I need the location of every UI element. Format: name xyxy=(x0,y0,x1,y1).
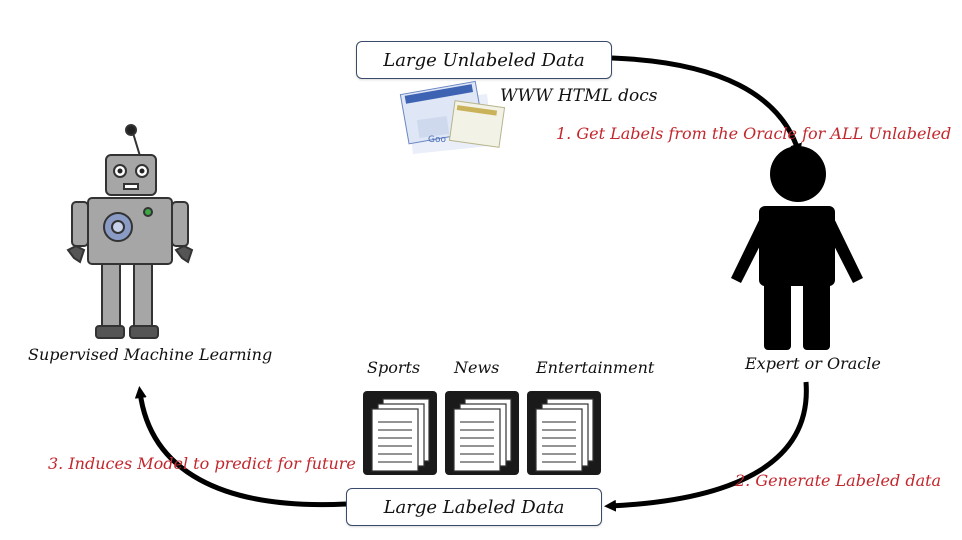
unlabeled-data-box: Large Unlabeled Data xyxy=(356,41,612,79)
arrow-labeled-to-learner xyxy=(134,386,347,508)
step-2-label: 2. Generate Labeled data xyxy=(735,471,942,490)
svg-text:Goo: Goo xyxy=(428,135,446,145)
arrow-oracle-to-labeled xyxy=(604,381,809,512)
web-docs-image: Goo xyxy=(399,80,506,155)
category-sports: Sports xyxy=(367,358,421,377)
doc-icon-entertainment xyxy=(527,391,601,475)
robot-icon xyxy=(66,124,194,339)
oracle-label: Expert or Oracle xyxy=(745,354,881,373)
labeled-data-box: Large Labeled Data xyxy=(346,488,602,526)
category-news: News xyxy=(454,358,500,377)
doc-icon-news xyxy=(445,391,519,475)
arrow-unlabeled-to-oracle xyxy=(611,55,802,156)
doc-icon-sports xyxy=(363,391,437,475)
step-3-label: 3. Induces Model to predict for future xyxy=(48,454,356,473)
category-entertainment: Entertainment xyxy=(536,358,655,377)
learner-label: Supervised Machine Learning xyxy=(28,345,273,364)
step-1-label: 1. Get Labels from the Oracle for ALL Un… xyxy=(556,124,952,143)
www-docs-label: WWW HTML docs xyxy=(500,86,658,106)
person-icon xyxy=(731,146,863,350)
